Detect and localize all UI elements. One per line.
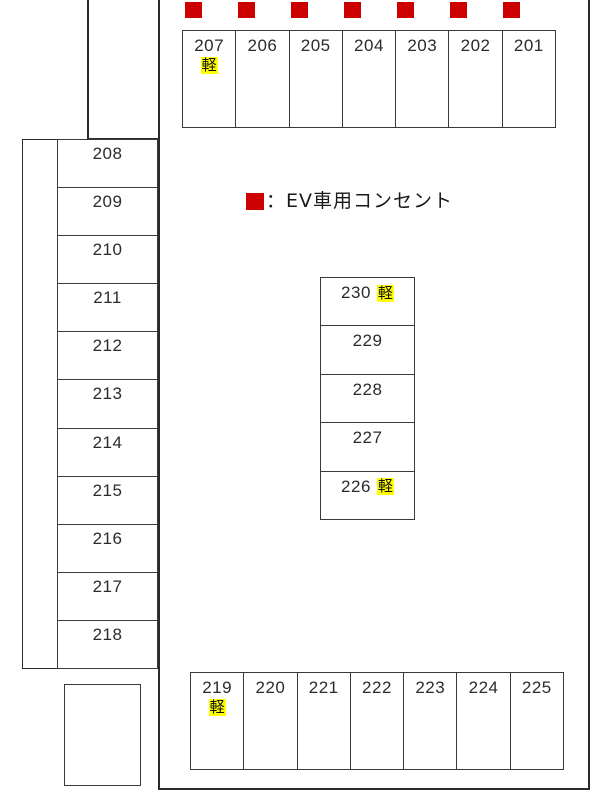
stall-number: 229 <box>352 331 383 351</box>
stall-number: 205 <box>300 36 331 55</box>
parking-stall-206[interactable]: 206 <box>235 31 289 127</box>
parking-stall-229[interactable]: 229 <box>321 325 414 374</box>
ev-outlet-marker-3 <box>291 2 308 18</box>
stall-number: 227 <box>352 428 383 448</box>
stall-number: 214 <box>92 432 123 452</box>
stall-number: 221 <box>308 678 339 697</box>
ev-outlet-marker-6 <box>450 2 467 18</box>
stall-number: 224 <box>468 678 499 697</box>
stall-number: 207 <box>194 36 225 55</box>
parking-stall-213[interactable]: 213 <box>58 379 157 428</box>
parking-stall-225[interactable]: 225 <box>509 673 563 769</box>
parking-stall-215[interactable]: 215 <box>58 475 157 524</box>
stall-number: 230 <box>341 283 371 302</box>
upper-left-structure <box>87 0 160 140</box>
parking-stall-214[interactable]: 214 <box>58 427 157 476</box>
bottom-left-structure <box>64 684 141 786</box>
stall-number: 222 <box>362 678 392 697</box>
stall-number: 210 <box>92 240 123 260</box>
parking-stall-224[interactable]: 224 <box>456 673 510 769</box>
parking-stall-216[interactable]: 216 <box>58 523 157 572</box>
parking-stall-208[interactable]: 208 <box>58 140 157 188</box>
stall-number: 213 <box>92 384 123 404</box>
parking-stall-201[interactable]: 201 <box>501 31 555 127</box>
stall-number: 217 <box>92 576 123 596</box>
red-square-icon <box>246 192 264 210</box>
parking-stall-228[interactable]: 228 <box>321 373 414 423</box>
kei-badge: 軽 <box>208 698 226 716</box>
stall-number: 203 <box>407 36 438 55</box>
stall-number: 206 <box>247 36 278 55</box>
stall-number: 208 <box>92 144 123 163</box>
parking-stall-202[interactable]: 202 <box>448 31 502 127</box>
legend: ：EV車用コンセント <box>246 190 453 212</box>
stall-number: 220 <box>255 678 286 697</box>
parking-stall-223[interactable]: 223 <box>403 673 457 769</box>
stall-number: 218 <box>92 624 123 644</box>
ev-outlet-marker-4 <box>344 2 361 18</box>
stall-number: 219 <box>202 678 233 697</box>
ev-outlet-marker-7 <box>503 2 520 18</box>
stall-number: 211 <box>93 288 122 308</box>
stall-number: 225 <box>521 678 552 697</box>
stall-number: 202 <box>460 36 491 55</box>
stall-number: 216 <box>92 528 123 548</box>
parking-stall-230[interactable]: 230 軽 <box>321 278 414 326</box>
stall-number: 223 <box>415 678 446 697</box>
parking-stall-212[interactable]: 212 <box>58 331 157 380</box>
center-stall-column: 230 軽 229 228 227 226 軽 <box>320 277 415 520</box>
ev-outlet-marker-5 <box>397 2 414 18</box>
kei-badge: 軽 <box>200 56 218 74</box>
site-boundary <box>158 0 590 790</box>
parking-stall-218[interactable]: 218 <box>58 619 157 669</box>
parking-stall-209[interactable]: 209 <box>58 187 157 236</box>
parking-stall-210[interactable]: 210 <box>58 235 157 284</box>
stall-number: 209 <box>92 192 123 212</box>
parking-stall-203[interactable]: 203 <box>395 31 449 127</box>
stall-number: 201 <box>513 36 544 55</box>
parking-stall-217[interactable]: 217 <box>58 571 157 620</box>
stall-number: 226 <box>341 476 371 496</box>
legend-label: ：EV車用コンセント <box>266 190 454 212</box>
parking-stall-227[interactable]: 227 <box>321 422 414 471</box>
parking-stall-222[interactable]: 222 <box>349 673 404 769</box>
ev-outlet-marker-2 <box>238 2 255 18</box>
left-stall-column: 208 209 210 211 212 213 214 215 216 217 218 <box>57 139 158 669</box>
parking-stall-211[interactable]: 211 <box>58 283 157 332</box>
left-driveway-aisle <box>22 139 59 669</box>
parking-stall-221[interactable]: 221 <box>296 673 350 769</box>
kei-badge: 軽 <box>376 477 394 496</box>
stall-number: 212 <box>92 336 123 356</box>
parking-stall-205[interactable]: 205 <box>288 31 342 127</box>
parking-stall-204[interactable]: 204 <box>341 31 396 127</box>
kei-badge: 軽 <box>376 283 394 302</box>
parking-stall-226[interactable]: 226 軽 <box>321 470 414 520</box>
ev-outlet-marker-1 <box>185 2 202 18</box>
parking-stall-220[interactable]: 220 <box>243 673 297 769</box>
stall-number: 215 <box>92 480 123 500</box>
stall-number: 228 <box>352 379 383 399</box>
stall-number: 204 <box>354 36 384 55</box>
